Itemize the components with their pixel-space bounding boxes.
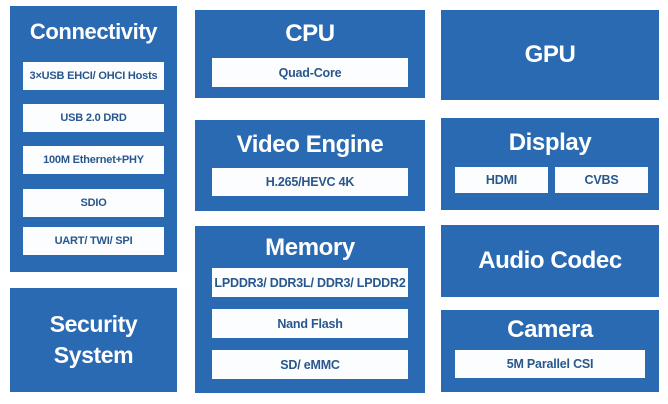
camera-block: Camera 5M Parallel CSI [441,310,659,392]
memory-block: Memory LPDDR3/ DDR3L/ DDR3/ LPDDR2 Nand … [195,226,425,393]
connectivity-block: Connectivity 3×USB EHCI/ OHCI Hosts USB … [10,6,177,272]
security-system-title-line2: System [53,342,134,368]
memory-item-sd-emmc: SD/ eMMC [212,350,408,379]
connectivity-item-uart-twi-spi: UART/ TWI/ SPI [23,227,164,255]
cpu-item-quad-core: Quad-Core [212,58,408,87]
security-system-title: Security System [50,309,138,371]
camera-item-parallel-csi: 5M Parallel CSI [455,350,645,378]
display-block: Display HDMI CVBS [441,118,659,210]
cpu-block: CPU Quad-Core [195,10,425,98]
connectivity-title: Connectivity [29,19,158,44]
camera-title: Camera [507,316,593,343]
security-system-block: Security System [10,288,177,392]
memory-item-nand-flash: Nand Flash [212,309,408,338]
audio-codec-title: Audio Codec [478,247,622,275]
connectivity-item-usb-hosts: 3×USB EHCI/ OHCI Hosts [23,62,164,90]
connectivity-item-usb-drd: USB 2.0 DRD [23,104,164,132]
gpu-title: GPU [524,41,576,69]
audio-codec-block: Audio Codec [441,225,659,297]
connectivity-item-sdio: SDIO [23,189,164,217]
video-engine-block: Video Engine H.265/HEVC 4K [195,120,425,211]
cpu-title: CPU [285,20,335,47]
memory-item-ddr: LPDDR3/ DDR3L/ DDR3/ LPDDR2 [212,268,408,297]
connectivity-item-ethernet: 100M Ethernet+PHY [23,146,164,174]
display-title: Display [508,129,592,156]
security-system-title-line1: Security [49,311,138,337]
video-engine-item-hevc: H.265/HEVC 4K [212,168,408,196]
display-item-hdmi: HDMI [455,167,548,193]
video-engine-title: Video Engine [236,131,384,158]
display-item-cvbs: CVBS [555,167,648,193]
gpu-block: GPU [441,10,659,100]
memory-title: Memory [265,234,355,261]
